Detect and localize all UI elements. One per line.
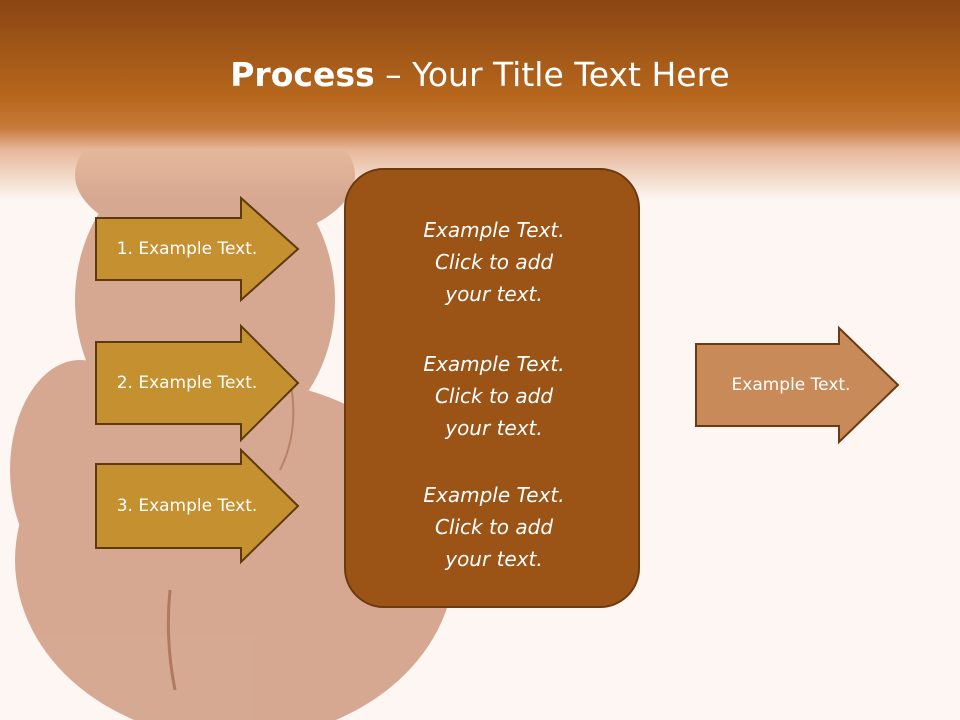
process-step-arrow-1[interactable]: 1. Example Text. <box>95 195 300 303</box>
panel-paragraph-2: Example Text. Click to add your text. <box>423 352 565 440</box>
arrow-shape <box>95 323 300 443</box>
arrow-label: 2. Example Text. <box>116 373 258 393</box>
process-step-arrow-2[interactable]: 2. Example Text. <box>95 323 300 443</box>
arrow-shape <box>695 325 900 445</box>
slide-title[interactable]: Process – Your Title Text Here <box>0 52 960 98</box>
panel-paragraph-3: Example Text. Click to add your text. <box>423 483 565 571</box>
arrow-label: Example Text. <box>731 375 851 395</box>
arrow-shape <box>95 195 300 303</box>
arrow-label: 3. Example Text. <box>116 496 258 516</box>
center-text-box[interactable]: Example Text. Click to add your text. Ex… <box>344 168 640 608</box>
title-banner <box>0 0 960 200</box>
result-arrow[interactable]: Example Text. <box>695 325 900 445</box>
process-step-arrow-3[interactable]: 3. Example Text. <box>95 447 300 565</box>
arrow-label: 1. Example Text. <box>116 239 258 259</box>
title-rest: – Your Title Text Here <box>374 55 730 94</box>
title-bold: Process <box>230 55 375 94</box>
arrow-shape <box>95 447 300 565</box>
panel-paragraph-1: Example Text. Click to add your text. <box>423 218 565 306</box>
